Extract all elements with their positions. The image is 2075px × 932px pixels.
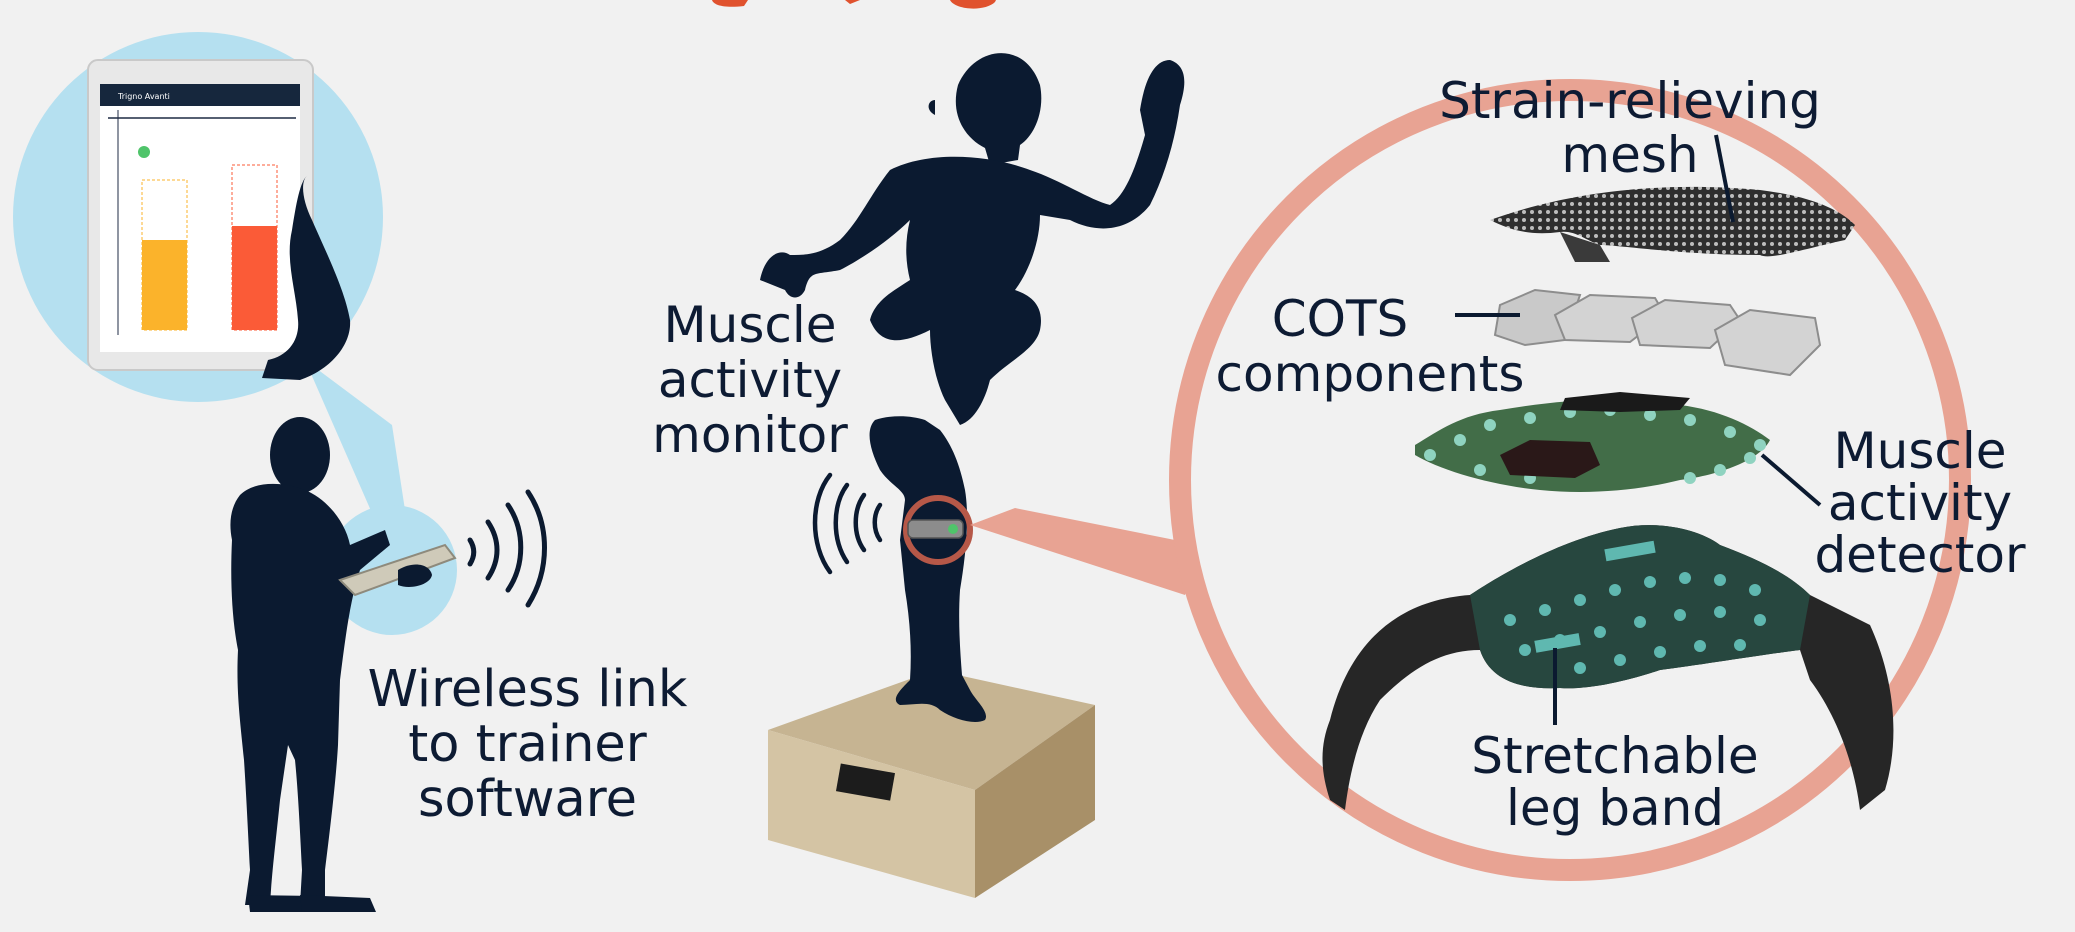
legband-wifi-icon [812,472,883,575]
tablet-callout: Trigno Avanti [13,32,457,635]
label-stretchable-leg-band: Stretchable leg band [1460,730,1770,834]
label-wireless-link: Wireless link to trainer software [355,662,700,827]
label-line: Strain-relieving [1439,72,1821,130]
label-line: activity [1827,474,2013,532]
label-line: leg band [1505,779,1725,837]
label-strain-relieving-mesh: Strain-relieving mesh [1420,74,1840,182]
label-line: activity [657,351,843,409]
tablet-status-dot [138,146,150,158]
label-line: Muscle [663,296,837,354]
tablet-appbar [100,84,300,106]
label-muscle-activity-monitor: Muscle activity monitor [630,298,870,463]
label-cots-components: COTS components [1205,292,1535,402]
legband-on-leg [907,519,964,539]
mesh-pointer [1714,134,1735,223]
label-line: software [417,770,638,829]
legband-led [948,524,958,534]
label-line: monitor [652,406,848,464]
label-line: Muscle [1833,422,2007,480]
title-fragment [712,0,996,9]
callout-connector [970,508,1200,595]
tablet-bar-2 [232,226,277,330]
tablet-app-title: Trigno Avanti [117,92,170,101]
mesh-layer [1490,186,1855,262]
trainer-tablet [338,543,457,597]
legband-render [1322,525,1894,810]
tablet-bar-1 [142,240,187,330]
trainer-wifi-icon [467,489,547,608]
bubble-pointer [305,360,405,520]
label-muscle-activity-detector: Muscle activity detector [1800,425,2040,581]
label-line: COTS [1271,290,1409,348]
label-line: Stretchable [1471,727,1759,785]
detector-circuit [1415,392,1770,492]
cots-components [1493,288,1822,377]
label-line: mesh [1561,126,1699,184]
plyo-box [768,670,1095,898]
trainer-hand [398,564,432,587]
label-line: detector [1814,526,2026,584]
label-line: Wireless link [367,660,688,719]
hand-silhouette [262,175,351,380]
box-handle [835,763,896,801]
label-line: components [1215,345,1525,403]
athlete-silhouette [760,53,1185,722]
legband-highlight-circle [903,495,973,565]
detector-pointer [1760,453,1822,507]
label-line: to trainer [408,715,647,774]
